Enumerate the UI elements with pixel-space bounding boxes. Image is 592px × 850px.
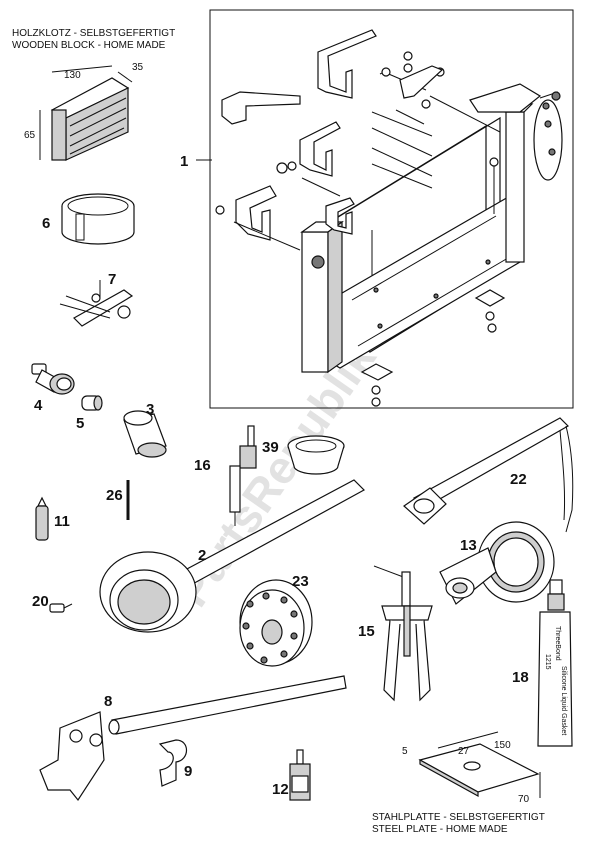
part-label-15: 15 bbox=[358, 623, 375, 640]
part-label-12: 12 bbox=[272, 781, 289, 798]
part-label-9: 9 bbox=[184, 763, 192, 780]
part-label-5: 5 bbox=[76, 415, 84, 432]
part-label-20: 20 bbox=[32, 593, 49, 610]
part-label-39: 39 bbox=[262, 439, 279, 456]
steel-plate-note-en: STEEL PLATE - HOME MADE bbox=[372, 824, 508, 835]
part-label-26: 26 bbox=[106, 487, 123, 504]
part-4-adapter bbox=[31, 363, 75, 395]
part-3-sleeve bbox=[123, 410, 167, 458]
tube-side-text: Silicone Liquid Gasket bbox=[560, 666, 567, 735]
dim-wood-length: 130 bbox=[64, 70, 81, 81]
part-8-bracket-tool bbox=[39, 675, 347, 802]
part-22-chain-wrench bbox=[403, 417, 574, 533]
part-label-18: 18 bbox=[512, 669, 529, 686]
part-label-4: 4 bbox=[34, 397, 43, 414]
tube-brand: ThreeBond bbox=[554, 626, 561, 661]
part-13-holding-wrench bbox=[439, 521, 555, 605]
stand-bolts bbox=[215, 51, 506, 407]
dim-plate-thickness: 5 bbox=[402, 746, 408, 757]
part-6-ring bbox=[61, 193, 135, 245]
part-label-13: 13 bbox=[460, 537, 477, 554]
part-label-2: 2 bbox=[198, 547, 206, 564]
wood-block-note-de: HOLZKLOTZ - SELBSTGEFERTIGT bbox=[12, 28, 175, 39]
stand-brackets bbox=[221, 29, 377, 241]
part-7-puller-bar bbox=[59, 280, 134, 327]
part-9-clip bbox=[158, 739, 188, 787]
part-label-6: 6 bbox=[42, 215, 50, 232]
part-39-cup bbox=[287, 435, 345, 475]
part-18-sealant-tube bbox=[537, 579, 573, 747]
part-label-16: 16 bbox=[194, 457, 211, 474]
part-11-tube bbox=[35, 496, 49, 541]
dim-wood-height: 65 bbox=[24, 130, 36, 141]
dim-plate-length: 150 bbox=[494, 740, 511, 751]
part-label-8: 8 bbox=[104, 693, 112, 710]
dim-wood-depth: 35 bbox=[132, 62, 144, 73]
part-2-holder bbox=[99, 479, 365, 633]
part-15-puller bbox=[373, 565, 433, 702]
part-12-bottle bbox=[289, 749, 311, 801]
engine-stand bbox=[300, 83, 563, 374]
wooden-block bbox=[39, 65, 133, 161]
part-label-11: 11 bbox=[54, 513, 70, 530]
tube-code: 1215 bbox=[544, 654, 551, 670]
part-label-3: 3 bbox=[146, 401, 154, 418]
part-label-23: 23 bbox=[292, 573, 309, 590]
part-label-22: 22 bbox=[510, 471, 527, 488]
part-5-sleeve bbox=[81, 395, 103, 411]
dim-plate-hole: 27 bbox=[458, 746, 470, 757]
steel-plate-note-de: STAHLPLATTE - SELBSTGEFERTIGT bbox=[372, 812, 545, 823]
part-label-7: 7 bbox=[108, 271, 116, 288]
part-label-1: 1 bbox=[180, 153, 188, 170]
dim-plate-width: 70 bbox=[518, 794, 530, 805]
stand-frame-box bbox=[209, 9, 574, 409]
wood-block-note-en: WOODEN BLOCK - HOME MADE bbox=[12, 40, 166, 51]
part-16-slide-hammer bbox=[229, 425, 257, 526]
steel-plate bbox=[418, 731, 541, 798]
part-23-rotor-puller bbox=[239, 579, 313, 667]
part-20-screw bbox=[49, 603, 73, 613]
